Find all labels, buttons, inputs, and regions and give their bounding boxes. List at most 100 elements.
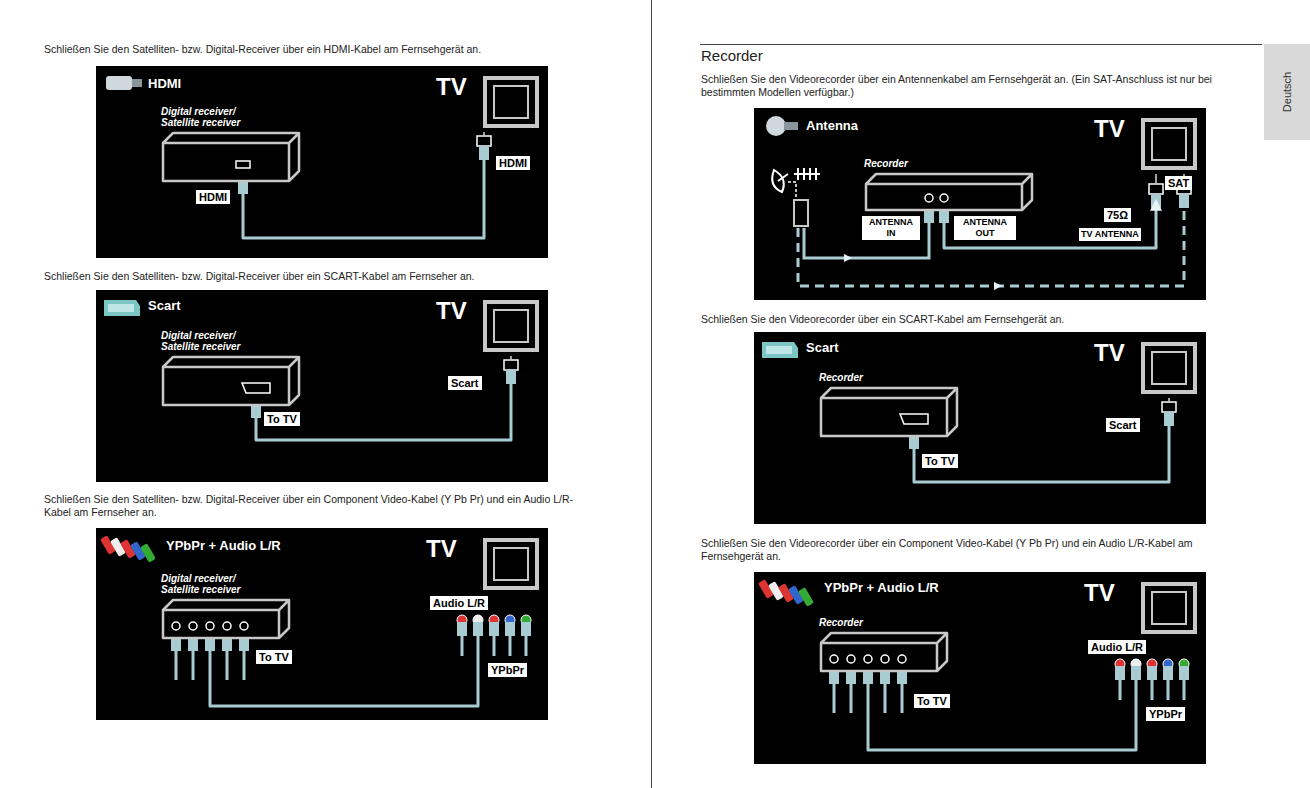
cable-connector xyxy=(944,200,1156,248)
instruction-text: Schließen Sie den Videorecorder über ein… xyxy=(701,537,1256,563)
instruction-text: Schließen Sie den Videorecorder über ein… xyxy=(701,313,1256,326)
scart-icon xyxy=(104,300,140,316)
antenna-icon xyxy=(766,116,786,136)
cable-connector xyxy=(243,152,484,238)
device-housing xyxy=(161,131,301,183)
device-label: Recorder xyxy=(819,617,919,628)
tv-frame xyxy=(485,78,537,126)
tv-label: TV xyxy=(1084,580,1124,606)
tv-label: TV xyxy=(426,536,466,562)
rca-icon xyxy=(140,543,156,563)
hdmi-port xyxy=(236,161,250,168)
tv-set: TV xyxy=(436,298,541,376)
instruction-text: Schließen Sie den Satelliten- bzw. Digit… xyxy=(44,43,604,56)
tv-monitor xyxy=(481,298,541,358)
tv-frame xyxy=(1143,120,1195,168)
instruction-text: Schließen Sie den Satelliten- bzw. Digit… xyxy=(44,270,604,283)
roof-antenna xyxy=(794,168,820,180)
scart-icon-face xyxy=(766,346,792,354)
antenna-icon-plug xyxy=(784,122,798,130)
jack-port xyxy=(240,622,248,630)
language-tab: Deutsch xyxy=(1264,44,1310,140)
tv-internal-lead xyxy=(483,132,485,136)
cable-stub xyxy=(525,628,528,656)
jack-port xyxy=(940,194,948,202)
port-tag: To TV xyxy=(922,454,958,468)
section-heading: Recorder xyxy=(701,47,763,65)
cable-stub xyxy=(833,673,836,713)
device-box: Digital receiver/ Satellite receiver xyxy=(161,330,301,407)
device-housing xyxy=(819,631,949,673)
port-tag: HDMI xyxy=(196,190,230,204)
tv-label: TV xyxy=(1094,116,1134,142)
device-label: Recorder xyxy=(864,158,964,169)
scart-port xyxy=(242,383,270,393)
device-housing xyxy=(864,172,1034,212)
port-tag: Scart xyxy=(448,376,482,390)
device-outline xyxy=(163,600,289,638)
jack-port xyxy=(847,655,855,663)
jack-port xyxy=(864,655,872,663)
tv-port xyxy=(504,360,518,370)
port-tag: Audio L/R xyxy=(430,596,488,610)
jack-port xyxy=(925,194,933,202)
tv-monitor xyxy=(1139,580,1199,640)
device-outline xyxy=(163,357,299,405)
signal-arrow xyxy=(844,254,1002,290)
tv-monitor xyxy=(1139,116,1199,176)
cable-stub xyxy=(461,628,464,656)
cable-plug xyxy=(1179,194,1189,208)
tv-screen xyxy=(494,548,528,580)
satellite-dish xyxy=(772,170,788,192)
port-tag: To TV xyxy=(256,650,292,664)
panel-heading: HDMI xyxy=(148,76,181,92)
cable-wall-to-sat xyxy=(798,200,1184,286)
panel-heading: YPbPr + Audio L/R xyxy=(824,580,939,596)
scart-icon xyxy=(762,342,798,358)
tv-label: TV xyxy=(1094,340,1134,366)
device-box: Digital receiver/ Satellite receiver xyxy=(161,573,291,640)
device-outline xyxy=(866,174,1032,210)
device-housing xyxy=(819,386,959,438)
port-tag: ANTENNA OUT xyxy=(954,216,1016,240)
tv-monitor xyxy=(1139,340,1199,400)
tv-frame xyxy=(485,540,537,588)
port-tag: Audio L/R xyxy=(1088,640,1146,654)
language-tab-text: Deutsch xyxy=(1281,72,1293,112)
cable-connector xyxy=(256,376,511,440)
wall-socket xyxy=(794,200,808,226)
jack-port xyxy=(898,655,906,663)
jack-port xyxy=(172,622,180,630)
panel-heading: Scart xyxy=(148,298,181,314)
tv-screen xyxy=(1152,592,1186,624)
tv-set: TV xyxy=(1094,340,1199,418)
hdmi-icon-tip xyxy=(132,79,142,87)
cable-stub xyxy=(1167,672,1170,700)
port-tag: SAT xyxy=(1165,176,1192,190)
tv-set: TV xyxy=(1084,580,1199,672)
cable-stub xyxy=(175,640,178,680)
device-outline xyxy=(163,133,299,181)
port-tag: TV ANTENNA xyxy=(1079,228,1141,241)
cable-stub xyxy=(226,640,229,680)
cable-stub xyxy=(493,628,496,656)
antenna-lead xyxy=(788,182,796,200)
panel-heading: Scart xyxy=(806,340,839,356)
device-label: Digital receiver/ Satellite receiver xyxy=(161,573,261,595)
tv-frame xyxy=(485,302,537,350)
cable-plug xyxy=(924,211,934,223)
cable-stub xyxy=(1119,672,1122,700)
cable-stub xyxy=(850,673,853,713)
tv-set: TV xyxy=(436,74,541,152)
device-label: Recorder xyxy=(819,372,919,383)
scart-icon-face xyxy=(108,304,134,312)
device-box: Recorder xyxy=(819,617,949,673)
device-box: Recorder xyxy=(819,372,959,438)
tv-label: TV xyxy=(436,74,476,100)
cable-stub xyxy=(1183,672,1186,700)
port-tag: To TV xyxy=(264,412,300,426)
device-outline xyxy=(821,388,957,436)
section-rule xyxy=(700,44,1262,45)
device-housing xyxy=(161,355,301,407)
cable-stub xyxy=(884,673,887,713)
